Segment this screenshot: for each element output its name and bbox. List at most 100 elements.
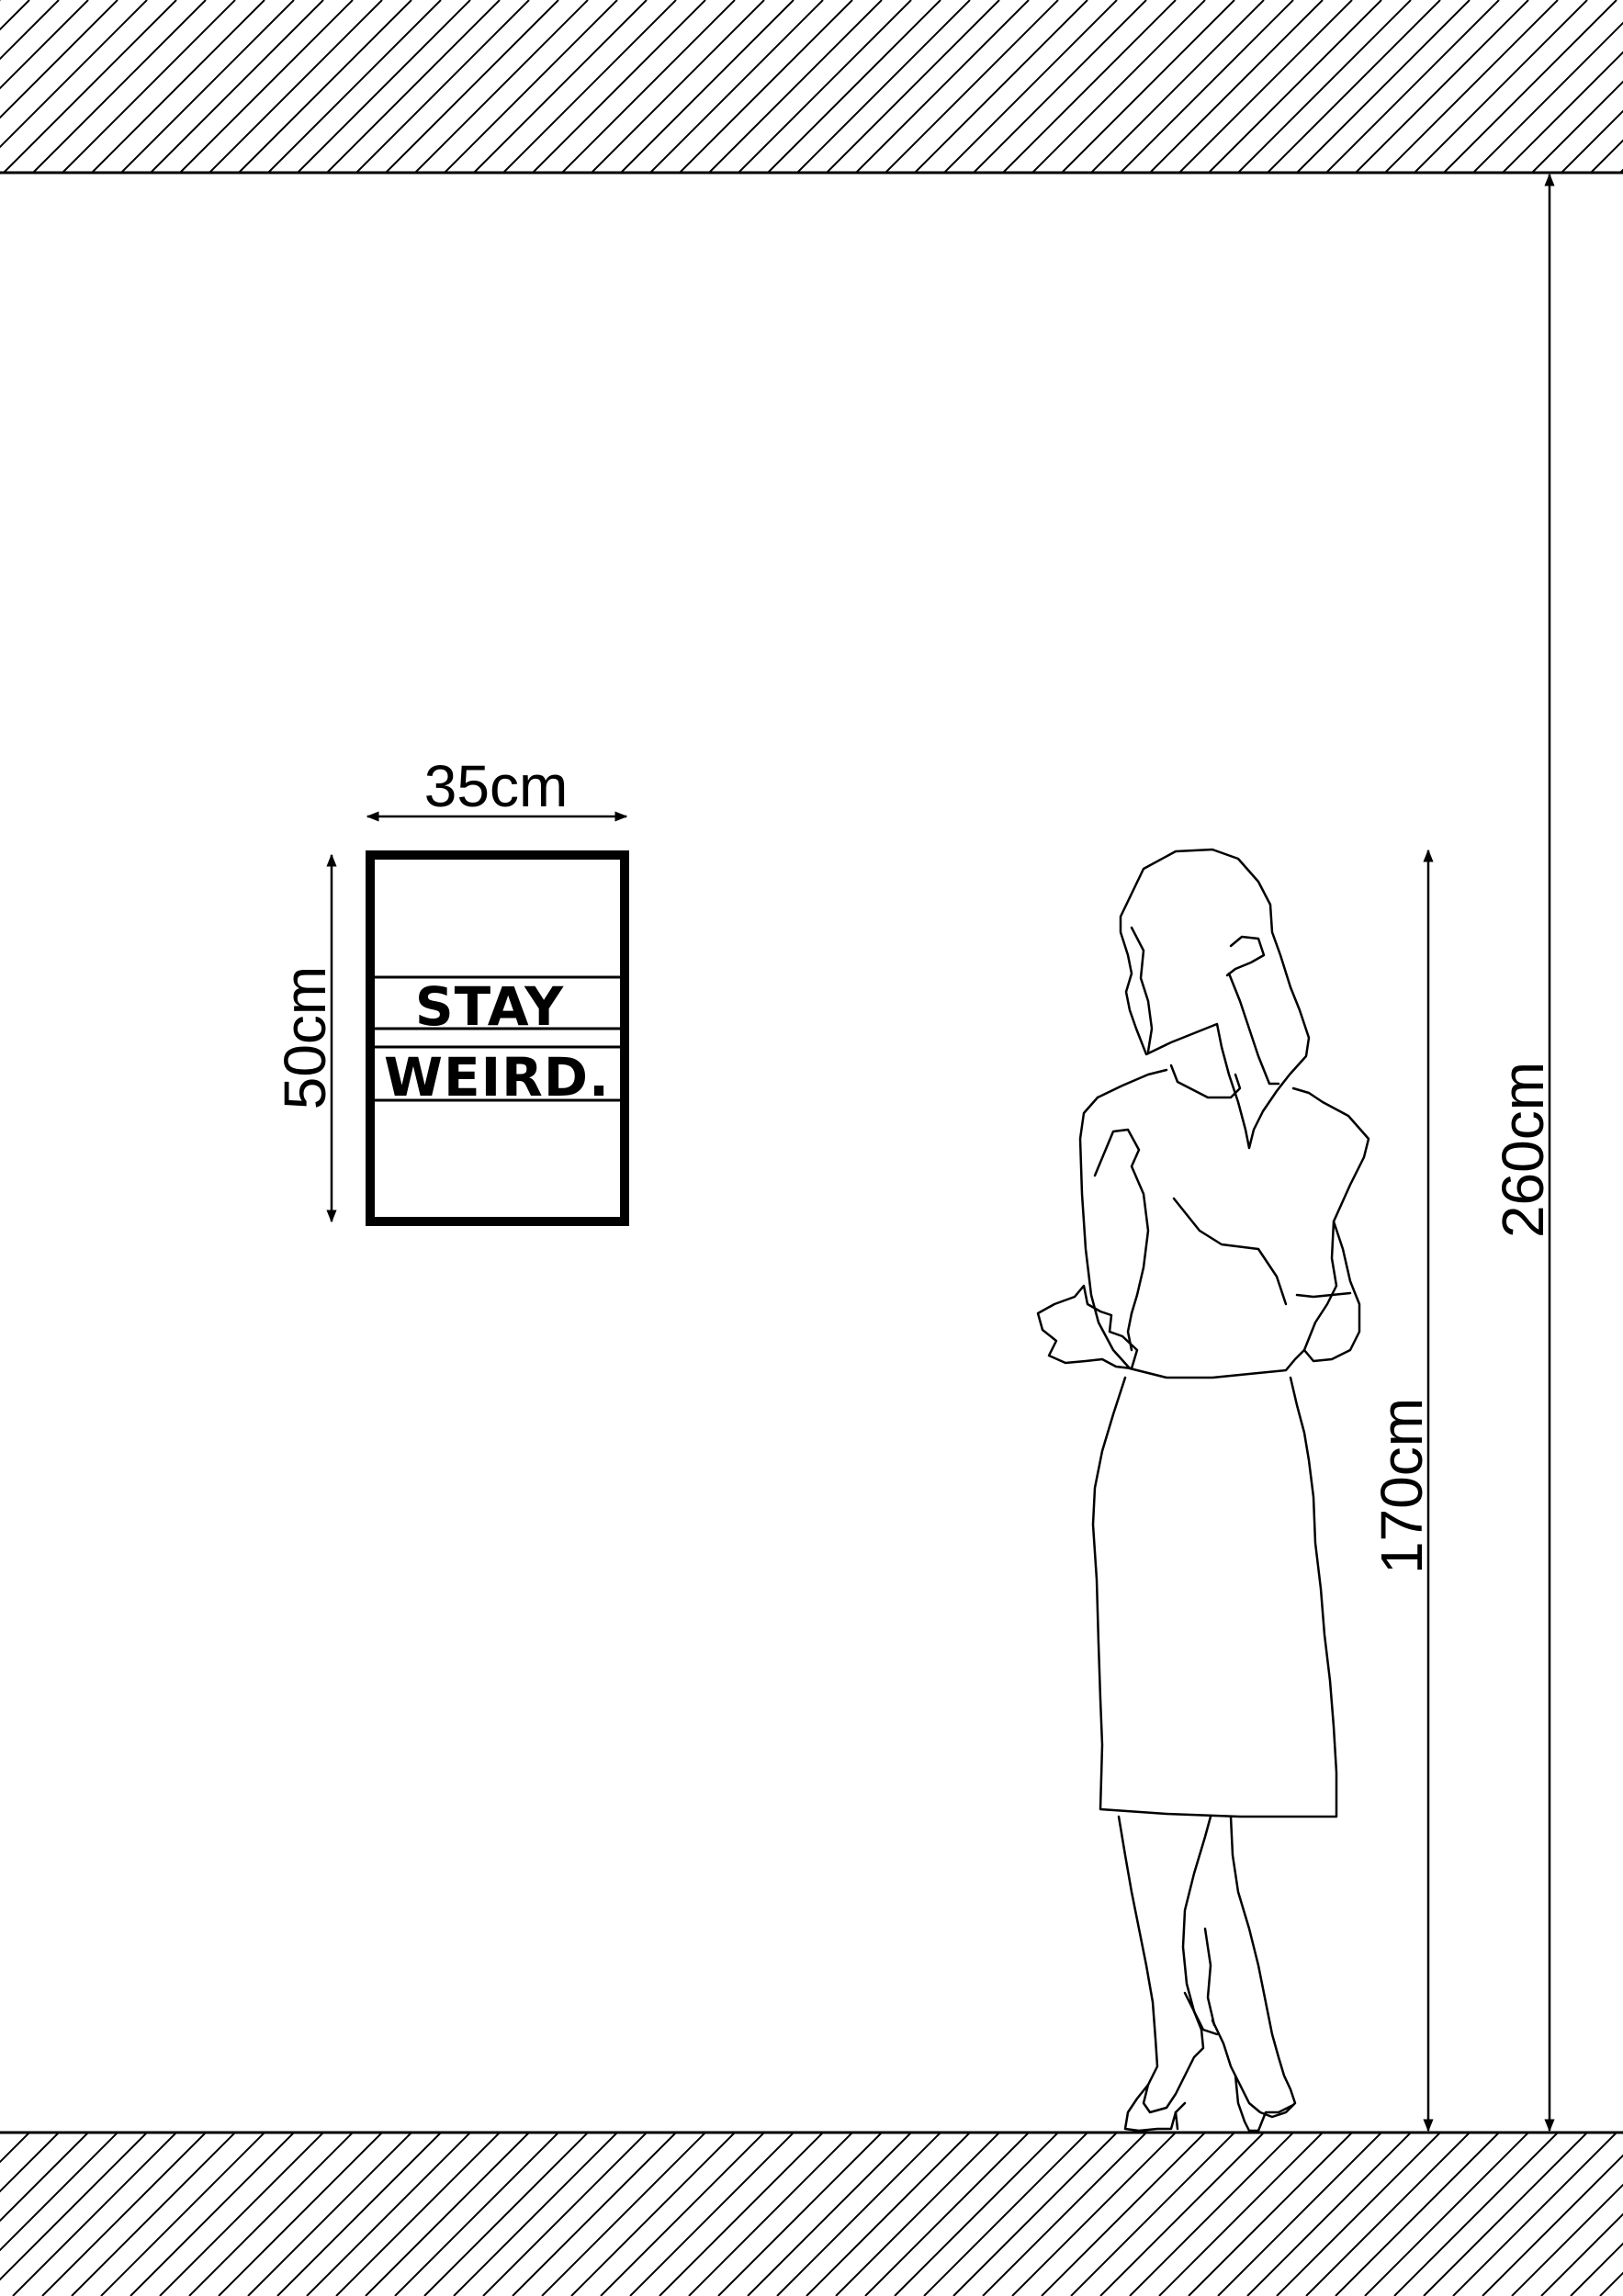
person-figure — [1036, 848, 1370, 2133]
ceiling-hatch-line — [1031, 0, 1206, 173]
floor-hatch-line — [688, 2133, 853, 2296]
person-right-shoe — [1234, 2074, 1295, 2133]
ceiling-height-dimension: 260cm — [1490, 173, 1556, 2133]
person-collar — [1169, 1064, 1242, 1099]
floor-hatch-line — [1129, 2133, 1294, 2296]
ceiling-hatch-line — [267, 0, 442, 173]
ceiling-hatch-line — [385, 0, 559, 173]
ceiling-hatch-line — [943, 0, 1118, 173]
ceiling-hatch-line — [502, 0, 677, 173]
floor-hatch-line — [394, 2133, 559, 2296]
ceiling-hatch-line — [297, 0, 471, 173]
person-right-cuff — [1295, 1291, 1352, 1299]
person-knee-crease — [1203, 1927, 1216, 2027]
ceiling-hatch-line — [532, 0, 706, 173]
floor-hatch-line — [0, 2133, 30, 2164]
ceiling-hatch-line — [62, 0, 236, 173]
person-hair — [1119, 848, 1311, 1150]
floor-hatch-line — [952, 2133, 1118, 2296]
floor-hatch — [0, 2133, 1623, 2296]
ceiling-hatch-line — [1414, 0, 1588, 173]
floor-hatch-line — [1599, 2271, 1623, 2296]
floor-hatch-line — [306, 2133, 471, 2296]
width-dimension: 35cm — [366, 753, 628, 822]
person-right-arm — [1302, 1220, 1361, 1363]
person-left-leg — [1117, 1815, 1212, 2114]
ceiling-hatch-line — [1178, 0, 1353, 173]
floor-hatch-line — [894, 2133, 1059, 2296]
floor-hatch-line — [0, 2133, 60, 2193]
ceiling-hatch-line — [1267, 0, 1441, 173]
ceiling-hatch-line — [738, 0, 912, 173]
floor-hatch-line — [365, 2133, 530, 2296]
ceiling-hatch-line — [561, 0, 736, 173]
ceiling-hatch-line — [209, 0, 383, 173]
floor-hatch-line — [1335, 2133, 1500, 2296]
ceiling-hatch-line — [0, 0, 148, 149]
width-dimension-label: 35cm — [424, 753, 569, 819]
ceiling-hatch-line — [1002, 0, 1177, 173]
ceiling-hatch-line — [1237, 0, 1412, 173]
height-dimension: 50cm — [272, 853, 338, 1223]
person-face — [1130, 926, 1154, 1053]
person-blouse — [1078, 1086, 1370, 1379]
floor-hatch-line — [600, 2133, 765, 2296]
ceiling-hatch-line — [179, 0, 354, 173]
floor-hatch-line — [1540, 2212, 1623, 2296]
floor-hatch-line — [864, 2133, 1030, 2296]
floor-hatch-line — [1011, 2133, 1177, 2296]
person-right-leg — [1211, 1815, 1297, 2119]
ceiling-hatch-line — [708, 0, 883, 173]
floor-hatch-line — [100, 2133, 265, 2296]
floor-hatch-line — [835, 2133, 1000, 2296]
ceiling-hatch-line — [473, 0, 648, 173]
ceiling-hatch-line — [1061, 0, 1235, 173]
floor-hatch-line — [1158, 2133, 1324, 2296]
ceiling-hatch-line — [355, 0, 530, 173]
ceiling-hatch-line — [620, 0, 795, 173]
floor-hatch-line — [1070, 2133, 1235, 2296]
floor-hatch-line — [747, 2133, 912, 2296]
person-right-shin — [1183, 1991, 1219, 2036]
ceiling-hatch-line — [0, 0, 118, 119]
floor-hatch-line — [0, 2133, 148, 2281]
ceiling-hatch-line — [120, 0, 295, 173]
ceiling-hatch-line — [1208, 0, 1382, 173]
person-heel — [1174, 2110, 1179, 2131]
person-skirt — [1091, 1376, 1338, 1818]
floor-hatch-line — [776, 2133, 941, 2296]
floor-hatch-line — [1364, 2133, 1529, 2296]
ceiling-hatch-line — [826, 0, 1000, 173]
floor-hatch-line — [1188, 2133, 1353, 2296]
person-left-sleeve — [1093, 1128, 1150, 1315]
ceiling-hatch-line — [767, 0, 941, 173]
floor-hatch-line — [659, 2133, 824, 2296]
ceiling-hatch-line — [326, 0, 501, 173]
floor-hatch-line — [629, 2133, 795, 2296]
floor-hatch-line — [188, 2133, 354, 2296]
floor-hatch-line — [218, 2133, 383, 2296]
floor-hatch-line — [247, 2133, 412, 2296]
ceiling-hatch-line — [414, 0, 589, 173]
floor-hatch-line — [1099, 2133, 1265, 2296]
floor-hatch-line — [0, 2133, 118, 2252]
ceiling-hatch — [0, 0, 1623, 173]
ceiling-hatch-line — [1443, 0, 1617, 173]
ceiling-hatch-line — [1296, 0, 1471, 173]
artwork: STAY WEIRD. — [366, 850, 629, 1226]
ceiling-hatch-line — [1531, 80, 1623, 173]
floor-hatch-line — [1041, 2133, 1206, 2296]
ceiling-hatch-line — [0, 0, 30, 31]
floor-hatch-line — [1482, 2154, 1623, 2296]
floor-hatch-line — [1511, 2183, 1623, 2296]
floor-hatch-line — [570, 2133, 736, 2296]
person-height-dimension: 170cm — [1369, 849, 1435, 2133]
floor-hatch-line — [806, 2133, 971, 2296]
person-height-dimension-label: 170cm — [1369, 1398, 1435, 1574]
ceiling-hatch-line — [885, 0, 1059, 173]
floor-hatch-line — [453, 2133, 618, 2296]
ceiling-hatch-line — [1590, 139, 1623, 173]
floor-hatch-line — [159, 2133, 324, 2296]
floor-hatch-line — [1246, 2133, 1412, 2296]
floor-hatch-line — [0, 2133, 89, 2223]
